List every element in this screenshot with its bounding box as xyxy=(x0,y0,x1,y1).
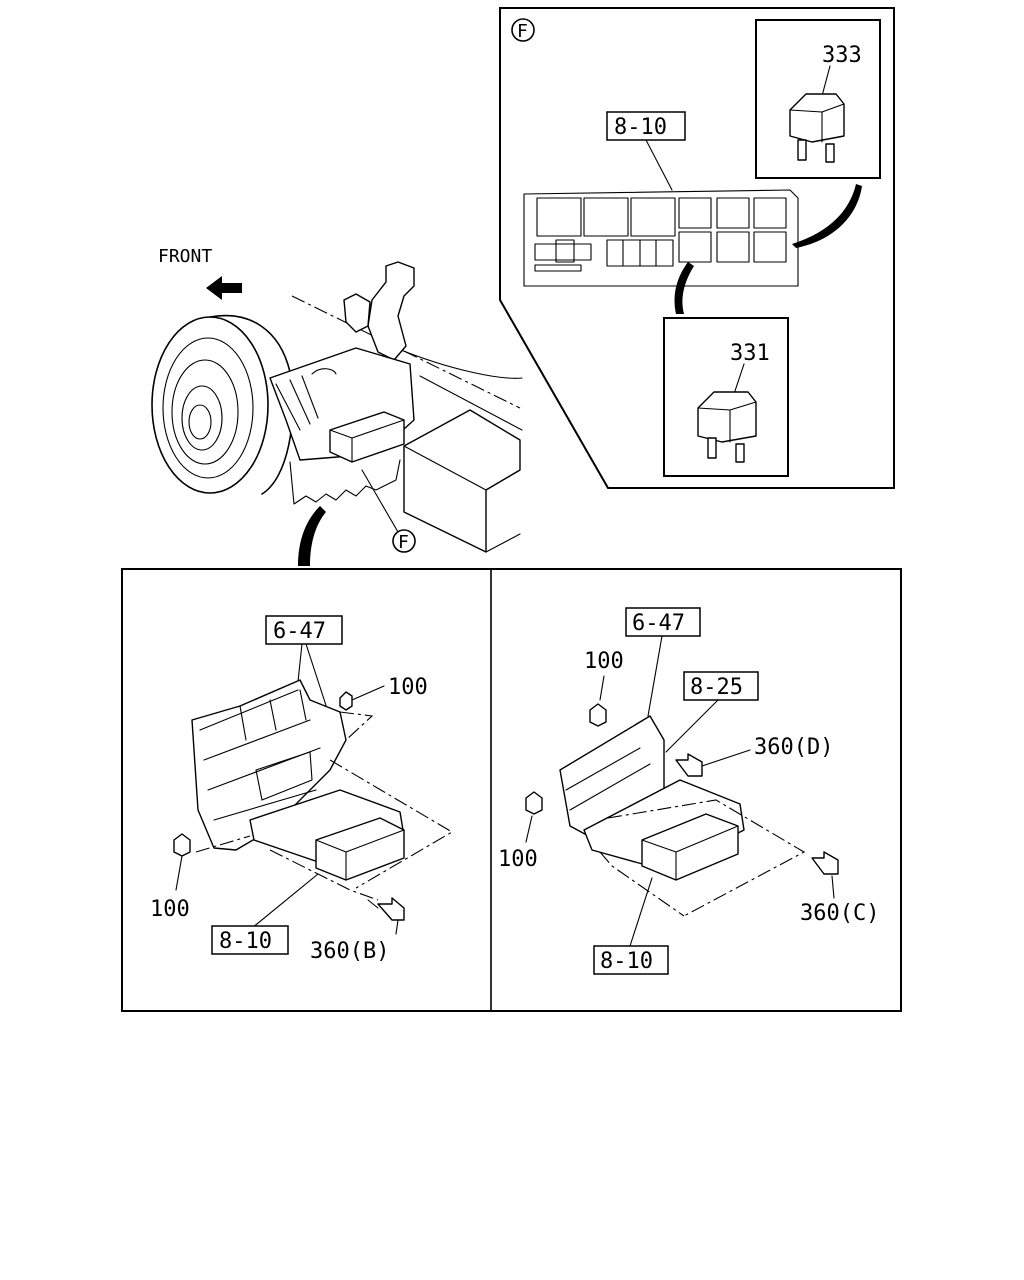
relay-333-icon xyxy=(789,93,845,163)
left-nut-top-icon xyxy=(339,691,353,711)
left-nut-bottom-label: 100 xyxy=(150,897,190,922)
right-ref-8-10-label: 8-10 xyxy=(600,949,653,974)
battery-box xyxy=(403,409,521,553)
relay-333-label: 333 xyxy=(822,43,862,68)
relay-331-box xyxy=(663,317,789,477)
left-ref-8-10-box xyxy=(211,925,289,955)
left-ref-6-47-label: 6-47 xyxy=(273,619,326,644)
relay-block xyxy=(523,189,799,287)
left-bolt-icon xyxy=(367,897,405,921)
right-ref-6-47-box xyxy=(625,607,701,637)
front-arrow-icon xyxy=(206,276,242,300)
right-fusebox xyxy=(641,813,739,881)
right-nut-bottom-icon xyxy=(525,791,543,815)
left-nut-bottom-icon xyxy=(173,833,191,857)
left-exploded-view: 6-47 100 100 360(B) xyxy=(150,615,454,964)
right-nut-bottom-label: 100 xyxy=(498,847,538,872)
leader-curve-333 xyxy=(792,184,862,248)
right-bolt-c-icon xyxy=(811,851,839,875)
right-ref-6-47-label: 6-47 xyxy=(632,611,685,636)
ref-8-10-label: 8-10 xyxy=(614,115,667,140)
tire xyxy=(151,316,269,494)
view-f-marker-label: F xyxy=(398,532,409,553)
detail-f-panel: F 333 8-10 xyxy=(499,7,895,489)
right-ref-8-25-label: 8-25 xyxy=(690,675,743,700)
right-nut-top-icon xyxy=(589,703,607,727)
view-f-marker xyxy=(392,529,416,553)
left-ref-6-47-box xyxy=(265,615,343,645)
relay-331-label: 331 xyxy=(730,341,770,366)
right-bolt-c-label: 360(C) xyxy=(800,901,879,926)
mount-hook xyxy=(367,261,415,361)
relay-331-icon xyxy=(697,391,757,463)
leader-curve-331 xyxy=(674,262,694,314)
left-bolt-label: 360(B) xyxy=(310,939,389,964)
front-label: FRONT xyxy=(158,246,212,267)
right-bolt-d-icon xyxy=(675,753,703,777)
right-ref-8-10-box xyxy=(593,945,669,975)
right-exploded-view: 6-47 8-25 100 100 360(D) xyxy=(498,607,879,975)
ref-8-10-box xyxy=(606,111,686,141)
left-nut-top-label: 100 xyxy=(388,675,428,700)
left-fusebox xyxy=(315,817,405,881)
right-ref-8-25-box xyxy=(683,671,759,701)
pointer-curve xyxy=(298,506,326,566)
right-bolt-d-label: 360(D) xyxy=(754,735,833,760)
left-cover-panel xyxy=(191,679,347,851)
view-marker-label: F xyxy=(517,21,528,42)
truck-overview: FRONT F xyxy=(151,246,523,566)
view-marker-circle xyxy=(511,18,535,42)
right-nut-top-label: 100 xyxy=(584,649,624,674)
left-ref-8-10-label: 8-10 xyxy=(219,929,272,954)
